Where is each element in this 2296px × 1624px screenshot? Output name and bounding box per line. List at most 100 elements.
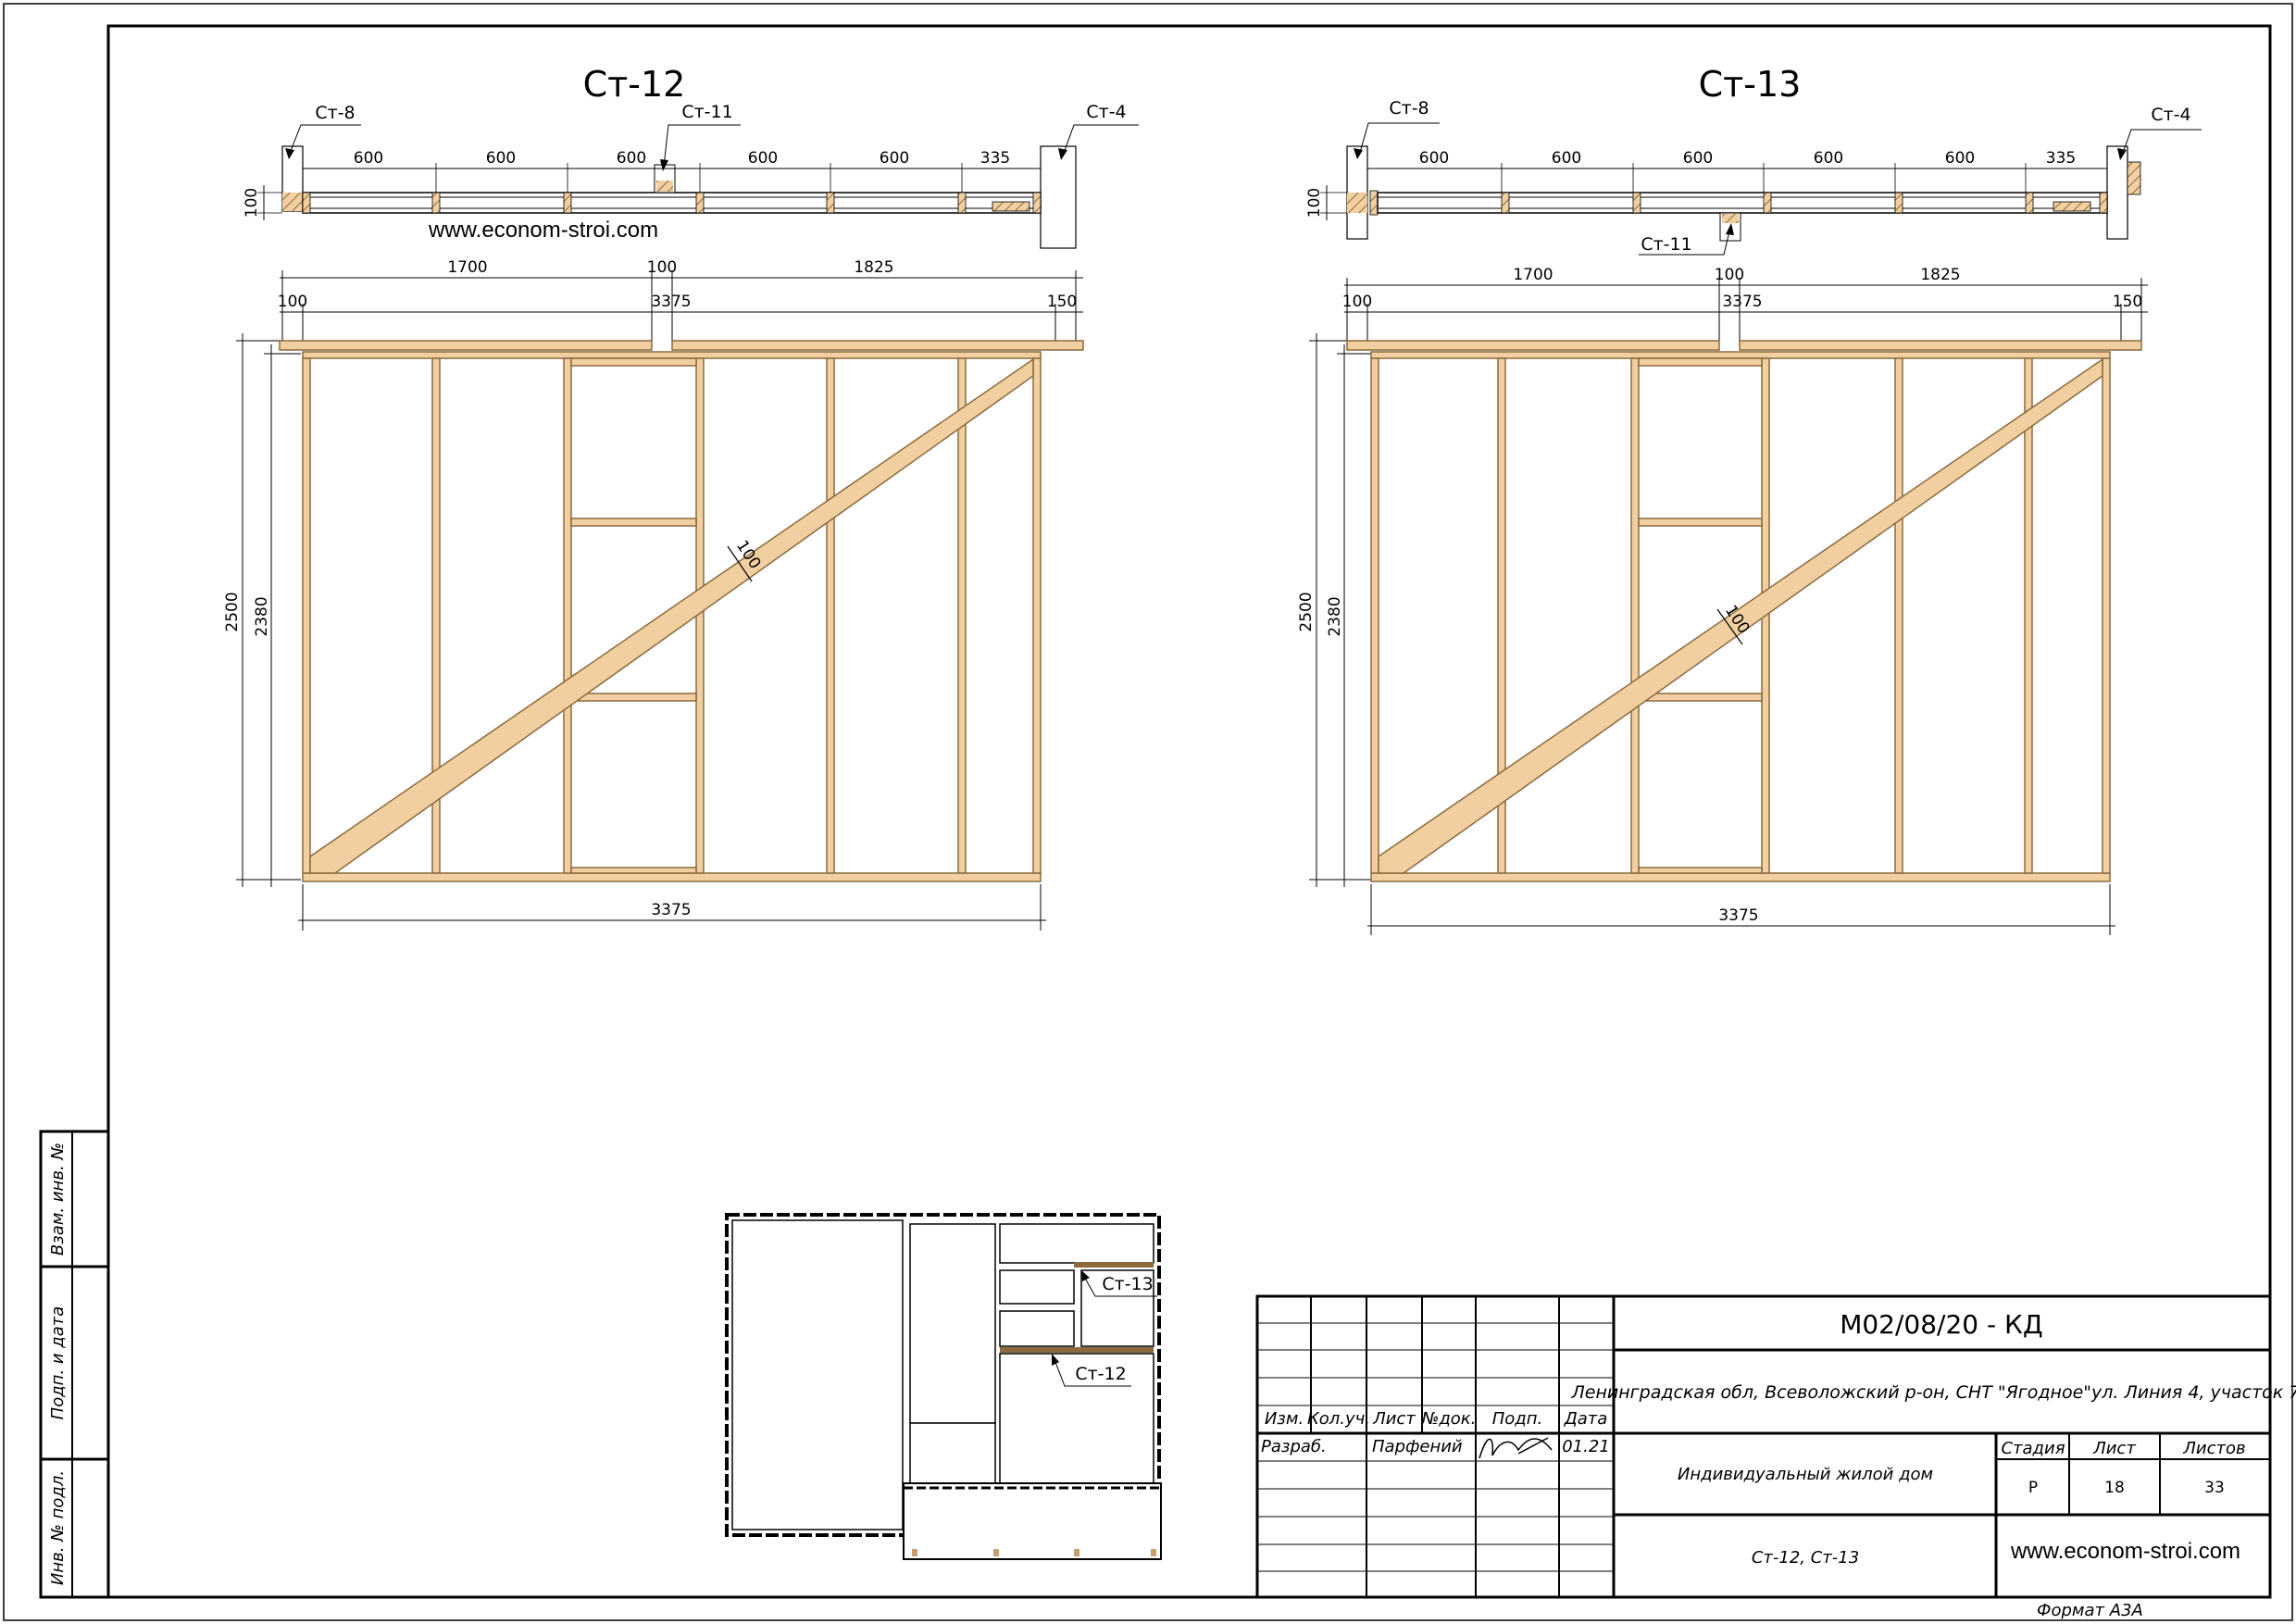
top-plate-lower [302, 351, 1042, 359]
plan-thickness: 100 [243, 188, 261, 218]
top-plate-left [1346, 340, 1720, 351]
nogging [570, 693, 697, 702]
sheet-format: Формат А3А [2037, 1601, 2143, 1620]
wall-title: Ст-12 [583, 64, 686, 105]
plan-thickness: 100 [1305, 188, 1324, 218]
sheet-edge [3, 3, 2293, 1621]
drawing-name: Ст-12, Ст-13 [1752, 1548, 1859, 1568]
hdr-date: Дата [1564, 1409, 1608, 1429]
dim-height-total: 2500 [223, 592, 242, 631]
stamp-sign-date: Подп. и дата [48, 1306, 68, 1420]
project-address: Ленинградская обл, Всеволожский р-он, СН… [1571, 1382, 2296, 1403]
hdr-docnum: №док. [1421, 1409, 1477, 1429]
wall-st13: Ст-13 600 [1297, 64, 2202, 935]
wall-plan-outline [1377, 192, 2108, 214]
dim-width: 3375 [651, 901, 691, 919]
key-label-st12: Ст-12 [1075, 1364, 1126, 1384]
drawing-frame [106, 24, 2272, 1599]
nogging [570, 357, 697, 367]
label-adjacent-right: Ст-4 [2151, 105, 2190, 125]
label-adjacent-right: Ст-4 [1086, 102, 1126, 122]
hdr-sheet: Лист [1372, 1409, 1416, 1429]
label-adjacent-left: Ст-8 [1389, 98, 1429, 119]
spacing-2: 600 [486, 149, 516, 168]
dim-right-offset: 150 [2113, 293, 2142, 311]
dim-gap: 100 [1715, 266, 1744, 284]
stud [957, 357, 967, 874]
object-name: Индивидуальный жилой дом [1678, 1465, 1933, 1484]
dim-right-span: 1825 [854, 258, 893, 277]
spacing-2: 600 [1552, 149, 1581, 168]
spacing-1: 600 [1419, 149, 1449, 168]
elevation-dims [1344, 278, 2148, 347]
diagonal-brace [1378, 357, 2103, 874]
diagonal-brace [309, 357, 1034, 874]
nogging [1638, 693, 1763, 702]
dim-frame-width: 3375 [1722, 293, 1762, 311]
hdr-count: Кол.уч. [1307, 1409, 1370, 1429]
top-plate-lower [1370, 351, 2111, 359]
dim-left-span: 1700 [1513, 266, 1553, 284]
spacing-3: 600 [617, 149, 646, 168]
stud [1630, 357, 1640, 874]
stage-header: Стадия [2001, 1439, 2065, 1458]
dim-height-inner: 2380 [1326, 596, 1344, 636]
nogging [570, 518, 697, 527]
stud [563, 357, 572, 874]
developer-name: Парфений [1372, 1437, 1463, 1456]
plan-view: 600 600 600 600 600 335 100 Ст-8 Ст-11 С… [1305, 98, 2202, 256]
nogging [1638, 357, 1763, 367]
hdr-signature: Подп. [1492, 1409, 1542, 1429]
top-plate-left [279, 340, 653, 351]
nogging [1638, 867, 1763, 874]
sheets-value: 33 [2204, 1479, 2225, 1497]
elevation-dims [280, 270, 1083, 347]
label-adjacent-mid: Ст-11 [681, 102, 732, 122]
stamp-inv-orig: Инв. № подл. [48, 1470, 68, 1585]
top-plate-right [671, 340, 1084, 351]
dim-height-inner: 2380 [253, 596, 271, 636]
adjacent-wall-right [1040, 145, 1077, 249]
wall-plan-outline [302, 192, 1042, 214]
stamp-replace-inv: Взам. инв. № [48, 1143, 68, 1255]
dim-left-offset: 100 [1342, 293, 1372, 311]
spacing-6: 335 [980, 149, 1010, 168]
sheet-value: 18 [2104, 1479, 2125, 1497]
wall-title: Ст-13 [1699, 64, 1802, 105]
dim-gap: 100 [647, 258, 677, 277]
stud [1497, 357, 1506, 874]
stage-value: Р [2028, 1479, 2038, 1497]
stud [826, 357, 835, 874]
dim-height-total: 2500 [1297, 592, 1316, 631]
stud [1032, 357, 1042, 874]
wall-frame [1346, 340, 2142, 882]
label-adjacent-mid: Ст-11 [1641, 234, 1691, 255]
hdr-change: Изм. [1265, 1409, 1304, 1429]
dim-frame-width: 3375 [651, 293, 691, 311]
spacing-3: 600 [1683, 149, 1713, 168]
spacing-6: 335 [2046, 149, 2076, 168]
nogging [570, 867, 697, 874]
stud [1370, 357, 1379, 874]
adjacent-wall-right [2106, 145, 2128, 240]
key-plan: Ст-13 Ст-12 [725, 1213, 1162, 1560]
key-label-st13: Ст-13 [1102, 1274, 1153, 1294]
spacing-4: 600 [1814, 149, 1843, 168]
label-adjacent-left: Ст-8 [315, 103, 355, 123]
website: www.econom-stroi.com [2010, 1539, 2240, 1564]
side-stamp: Взам. инв. № Подп. и дата Инв. № подл. [39, 1130, 110, 1599]
developer-role: Разраб. [1261, 1437, 1327, 1456]
dim-right-span: 1825 [1920, 266, 1960, 284]
spacing-1: 600 [354, 149, 383, 168]
nogging [1638, 518, 1763, 527]
top-plate-right [1739, 340, 2142, 351]
wall-frame [279, 340, 1084, 882]
title-block: М02/08/20 - КД Ленинградская обл, Всевол… [1255, 1294, 2296, 1599]
signature [1479, 1437, 1553, 1459]
dim-left-offset: 100 [278, 293, 307, 311]
sheet-header: Лист [2092, 1439, 2136, 1458]
stud [1894, 357, 1903, 874]
bottom-plate [1370, 872, 2111, 882]
stud [431, 357, 441, 874]
